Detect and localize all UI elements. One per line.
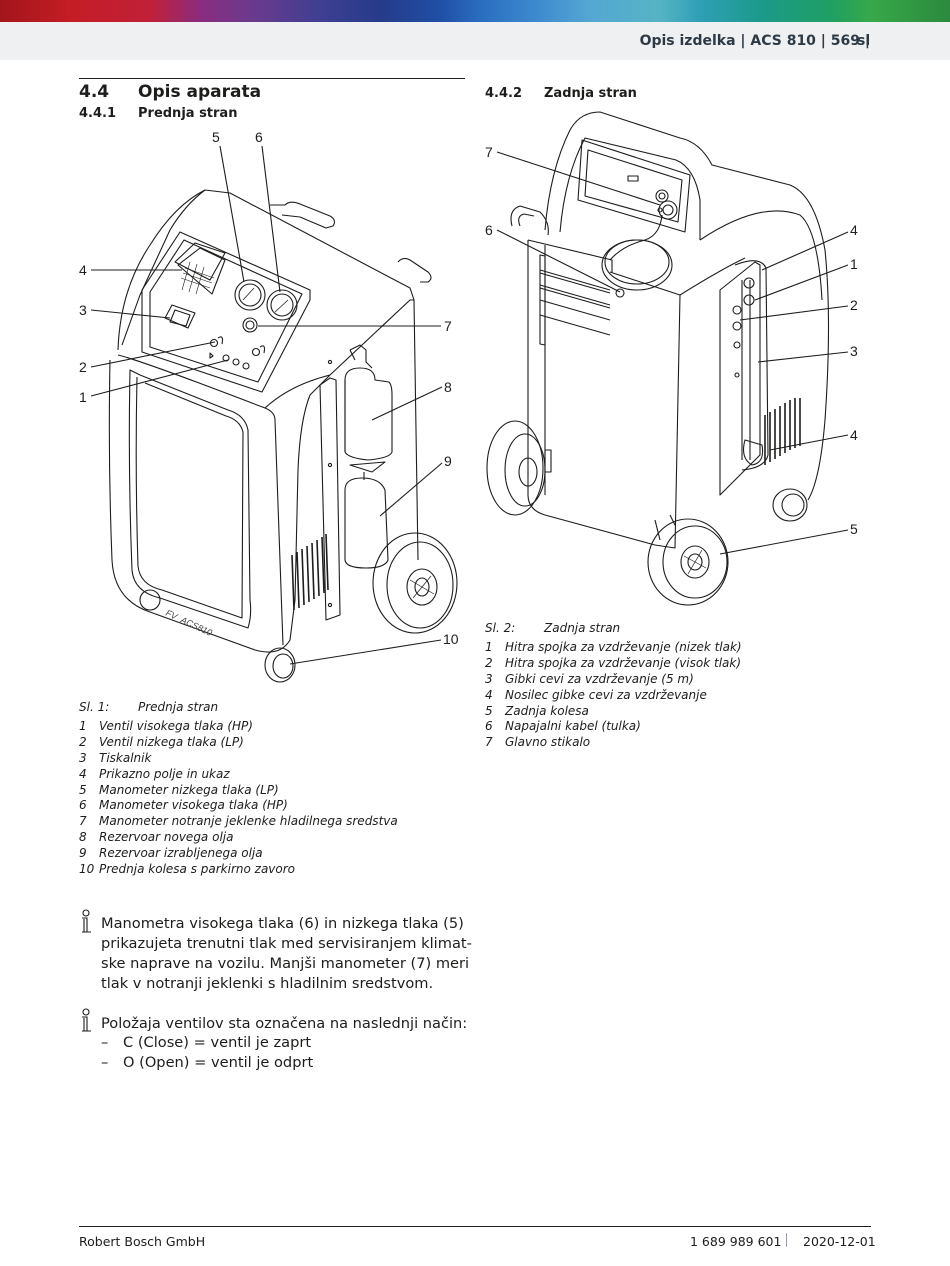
rear-view-illustration	[486, 111, 849, 606]
info-note-gauges: Manometra visokega tlaka (6) in nizkega …	[101, 914, 472, 994]
back-callout-3: 3	[850, 343, 858, 359]
footer-rule	[79, 1226, 871, 1227]
front-callout-5: 5	[212, 129, 220, 145]
front-view-illustration: FV_ACS810	[90, 145, 458, 683]
front-callout-10: 10	[443, 631, 459, 647]
back-callout-6: 6	[485, 222, 493, 238]
footer-separator	[786, 1233, 787, 1247]
note-line: tlak v notranji jeklenki s hladilnim sre…	[101, 975, 434, 992]
back-callout-1: 1	[850, 256, 858, 272]
list-item: –O (Open) = ventil je odprt	[101, 1054, 314, 1071]
note-line: ske naprave na vozilu. Manjši manometer …	[101, 955, 470, 972]
back-subsection-number: 4.4.2	[485, 86, 523, 101]
back-subsection-title: Zadnja stran	[544, 86, 637, 101]
figure-watermark: FV_ACS810	[164, 608, 214, 638]
back-callout-4-bottom: 4	[850, 427, 858, 443]
front-subsection-number: 4.4.1	[79, 106, 117, 121]
front-callout-8: 8	[444, 379, 452, 395]
front-callout-7: 7	[444, 318, 452, 334]
section-number: 4.4	[79, 82, 110, 102]
front-callout-1: 1	[79, 389, 87, 405]
footer-company: Robert Bosch GmbH	[79, 1234, 206, 1249]
front-subsection-title: Prednja stran	[138, 106, 238, 121]
info-note-valves: Položaja ventilov sta označena na nasled…	[101, 1015, 468, 1032]
front-callout-3: 3	[79, 302, 87, 318]
front-caption-label: Sl. 1:	[79, 700, 110, 714]
section-rule	[79, 78, 465, 79]
note-line: prikazujeta trenutni tlak med servisiran…	[101, 935, 472, 952]
list-item: –C (Close) = ventil je zaprt	[101, 1034, 312, 1051]
front-callout-9: 9	[444, 453, 452, 469]
info-icon	[82, 909, 91, 933]
front-callout-6: 6	[255, 129, 263, 145]
info-icon	[82, 1008, 91, 1032]
back-callout-2: 2	[850, 297, 858, 313]
running-title: Opis izdelka | ACS 810 | 569 |	[639, 33, 870, 49]
color-stripe	[0, 0, 950, 22]
section-title: Opis aparata	[138, 82, 262, 102]
back-callout-4-top: 4	[850, 222, 858, 238]
footer-doc-number: 1 689 989 601	[690, 1234, 782, 1249]
language-code: sl	[857, 33, 871, 49]
front-callout-2: 2	[79, 359, 87, 375]
back-caption-text: Zadnja stran	[544, 621, 621, 635]
back-caption-label: Sl. 2:	[485, 621, 516, 635]
header-band	[0, 22, 950, 60]
front-caption-text: Prednja stran	[138, 700, 219, 714]
footer-date: 2020-12-01	[803, 1234, 876, 1249]
note-line: Manometra visokega tlaka (6) in nizkega …	[101, 915, 464, 932]
valve-positions-list: –C (Close) = ventil je zaprt –O (Open) =…	[101, 1033, 313, 1073]
back-callout-7: 7	[485, 144, 493, 160]
back-callout-5: 5	[850, 521, 858, 537]
front-callout-4: 4	[79, 262, 87, 278]
